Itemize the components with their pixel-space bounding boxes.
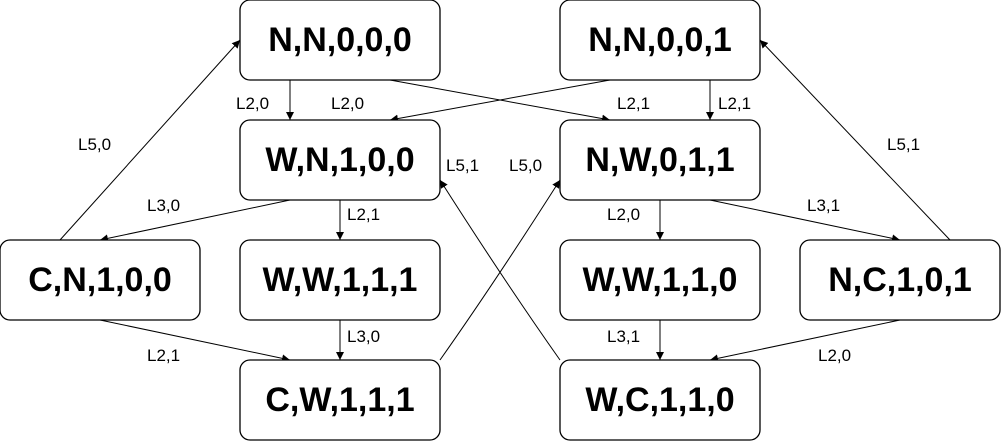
node-box [559, 0, 761, 81]
edge-label: L2,1 [147, 346, 180, 365]
edge-cn100-nn000 [59, 39, 241, 241]
node-label: W,W,1,1,1 [263, 261, 418, 299]
edge-nc101-wc110 [709, 319, 901, 363]
node-label: W,W,1,1,0 [583, 261, 738, 299]
edge-cn100-cw111 [99, 319, 291, 363]
node-label: N,W,0,1,1 [585, 141, 734, 179]
edge-label: L5,1 [887, 135, 920, 154]
edge-label: L2,0 [818, 346, 851, 365]
edge-nn000-nw011 [389, 79, 611, 123]
state-node-nc101: N,C,1,0,1 [799, 239, 1001, 321]
state-node-cw111: C,W,1,1,1 [239, 359, 441, 441]
state-node-nn001: N,N,0,0,1 [559, 0, 761, 81]
edge-label: L2,1 [347, 205, 380, 224]
node-box [559, 359, 761, 441]
node-label: W,N,1,0,0 [265, 141, 414, 179]
state-node-ww110: W,W,1,1,0 [559, 239, 761, 321]
edge-label: L2,0 [236, 94, 269, 113]
edge-cw111-nw011 [439, 179, 561, 361]
edge-label: L3,0 [147, 196, 180, 215]
node-label: N,N,0,0,1 [588, 21, 732, 59]
state-node-ww111: W,W,1,1,1 [239, 239, 441, 321]
edge-label: L2,0 [607, 205, 640, 224]
edge-label: L3,1 [807, 196, 840, 215]
edges [59, 39, 951, 363]
edge-label: L5,0 [509, 156, 542, 175]
edge-label: L5,1 [446, 156, 479, 175]
node-box [239, 119, 441, 201]
edge-label: L3,0 [347, 327, 380, 346]
node-label: C,N,1,0,0 [28, 261, 172, 299]
node-label: N,C,1,0,1 [828, 261, 972, 299]
edge-nc101-nn001 [759, 39, 951, 241]
state-node-cn100: C,N,1,0,0 [0, 239, 201, 321]
node-box [239, 239, 441, 321]
node-box [239, 0, 441, 81]
edge-label: L2,1 [718, 94, 751, 113]
state-node-nn000: N,N,0,0,0 [239, 0, 441, 81]
node-box [0, 239, 201, 321]
node-label: N,N,0,0,0 [268, 21, 412, 59]
node-box [239, 359, 441, 441]
node-label: C,W,1,1,1 [265, 381, 414, 419]
edge-nw011-nc101 [709, 199, 901, 243]
node-box [799, 239, 1001, 321]
edge-wc110-wn100 [439, 179, 561, 361]
edge-label: L5,0 [78, 135, 111, 154]
edge-label: L2,1 [617, 94, 650, 113]
state-node-wc110: W,C,1,1,0 [559, 359, 761, 441]
node-box [559, 239, 761, 321]
state-node-wn100: W,N,1,0,0 [239, 119, 441, 201]
node-label: W,C,1,1,0 [585, 381, 734, 419]
node-box [559, 119, 761, 201]
edge-labels: L2,0 L2,0 L2,1 L2,1 L5,0 L5,1 L3,0 L2,1 … [78, 94, 920, 365]
edge-label: L3,1 [607, 327, 640, 346]
edge-label: L2,0 [331, 94, 364, 113]
state-node-nw011: N,W,0,1,1 [559, 119, 761, 201]
edge-wn100-cn100 [99, 199, 291, 243]
